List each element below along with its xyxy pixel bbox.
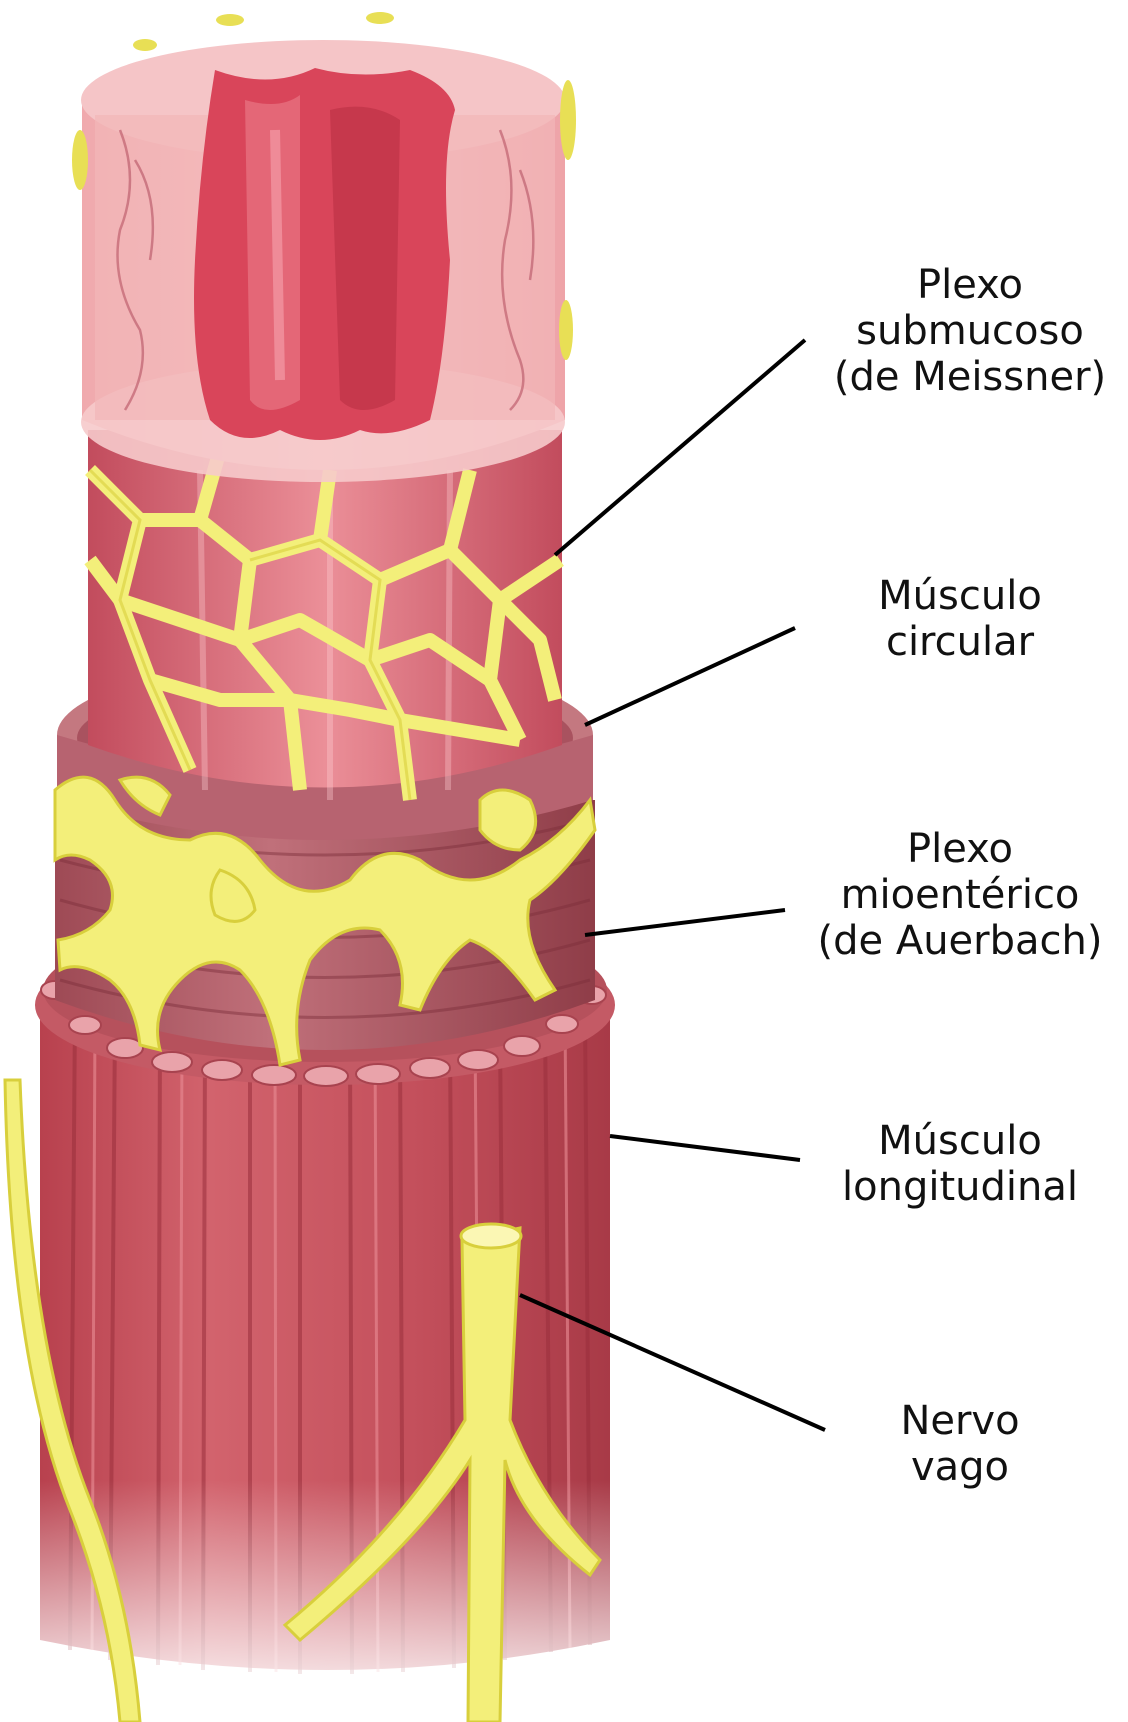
leader-musculo-longitudinal <box>610 1136 800 1160</box>
leader-plexo-mioenterico <box>585 910 785 935</box>
label-line: submucoso <box>820 308 1120 354</box>
label-line: (de Meissner) <box>820 354 1120 400</box>
label-line: longitudinal <box>810 1164 1110 1210</box>
label-line: Nervo <box>810 1398 1110 1444</box>
label-plexo-submucoso: Plexo submucoso (de Meissner) <box>820 262 1120 400</box>
label-line: vago <box>810 1444 1110 1490</box>
label-line: Plexo <box>800 826 1120 872</box>
label-nervo-vago: Nervo vago <box>810 1398 1110 1490</box>
label-plexo-mioenterico: Plexo mioentérico (de Auerbach) <box>800 826 1120 964</box>
label-line: Músculo <box>810 573 1110 619</box>
label-musculo-longitudinal: Músculo longitudinal <box>810 1118 1110 1210</box>
mucosa-layer <box>72 12 576 482</box>
leader-plexo-submucoso <box>555 340 805 555</box>
label-line: Músculo <box>810 1118 1110 1164</box>
label-line: Plexo <box>820 262 1120 308</box>
label-line: (de Auerbach) <box>800 918 1120 964</box>
label-line: circular <box>810 619 1110 665</box>
label-line: mioentérico <box>800 872 1120 918</box>
leader-musculo-circular <box>585 628 795 725</box>
label-musculo-circular: Músculo circular <box>810 573 1110 665</box>
